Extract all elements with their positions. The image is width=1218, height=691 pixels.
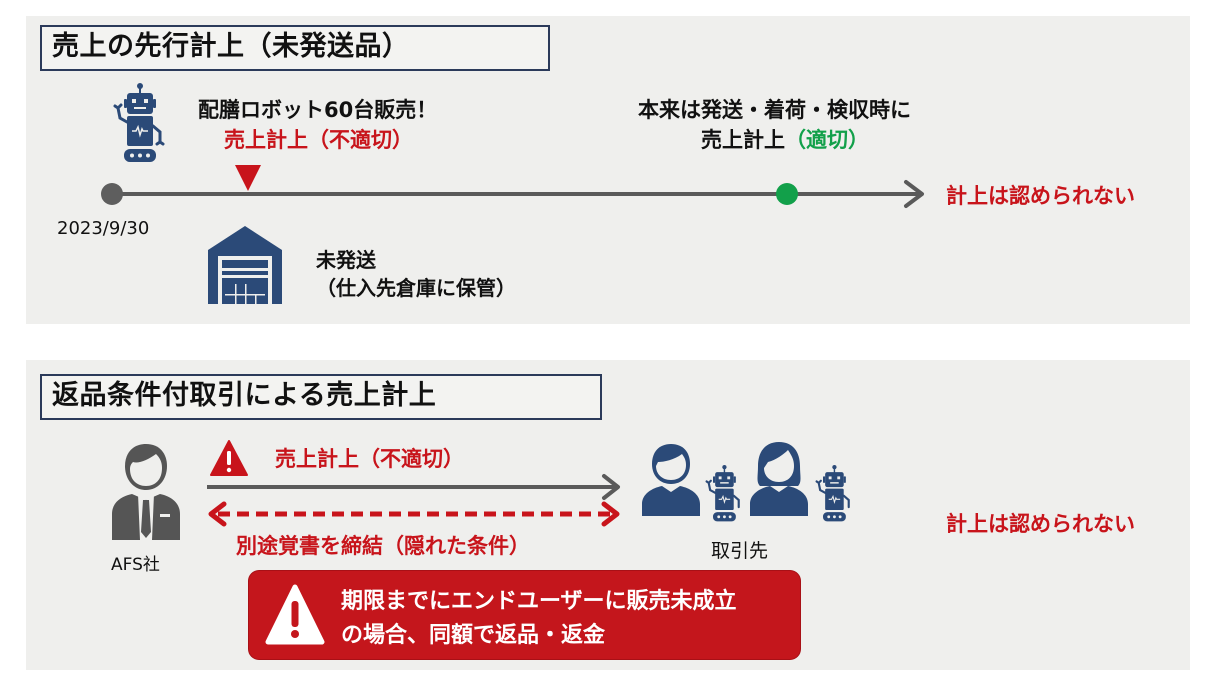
event-label: 配膳ロボット60台販売！ <box>198 98 438 122</box>
customer-woman-icon <box>750 442 808 516</box>
customer-man-icon <box>642 444 700 516</box>
warning-line1: 期限までにエンドユーザーに販売未成立 <box>341 589 737 614</box>
robot-icon <box>815 465 850 522</box>
counterparty-label: 取引先 <box>711 540 769 562</box>
warehouse-icon <box>208 226 282 304</box>
seller-label: AFS社 <box>111 555 160 575</box>
green-point-marker <box>776 183 798 205</box>
red-triangle-marker <box>235 165 261 191</box>
warning-icon <box>265 584 325 645</box>
proper-timing-line2: 売上計上（適切） <box>701 124 869 154</box>
warehouse-label-line1: 未発送 <box>316 248 376 272</box>
proper-status-badge: （適切） <box>785 128 869 152</box>
section-title: 売上の先行計上（未発送品） <box>40 25 550 71</box>
proper-timing-line1: 本来は発送・着荷・検収時に <box>638 98 911 122</box>
robot-icon <box>113 83 165 162</box>
verdict-text: 計上は認められない <box>946 184 1135 208</box>
event-status: 売上計上（不適切） <box>224 128 413 152</box>
businessman-icon <box>112 444 180 540</box>
robot-icon <box>705 465 740 522</box>
warehouse-label-line2: （仕入先倉庫に保管） <box>316 276 516 300</box>
start-date: 2023/9/30 <box>57 218 150 239</box>
warning-line2: の場合、同額で返品・返金 <box>341 623 606 648</box>
hidden-agreement-label: 別途覚書を締結（隠れた条件） <box>236 534 530 558</box>
verdict-text: 計上は認められない <box>946 512 1135 536</box>
proper-status-text: 売上計上 <box>701 128 785 152</box>
start-point-marker <box>101 183 123 205</box>
arrow-label: 売上計上（不適切） <box>275 447 464 471</box>
warning-icon <box>210 440 248 476</box>
return-condition-warning-box: 期限までにエンドユーザーに販売未成立 の場合、同額で返品・返金 <box>249 571 800 659</box>
section-title: 返品条件付取引による売上計上 <box>40 374 602 420</box>
